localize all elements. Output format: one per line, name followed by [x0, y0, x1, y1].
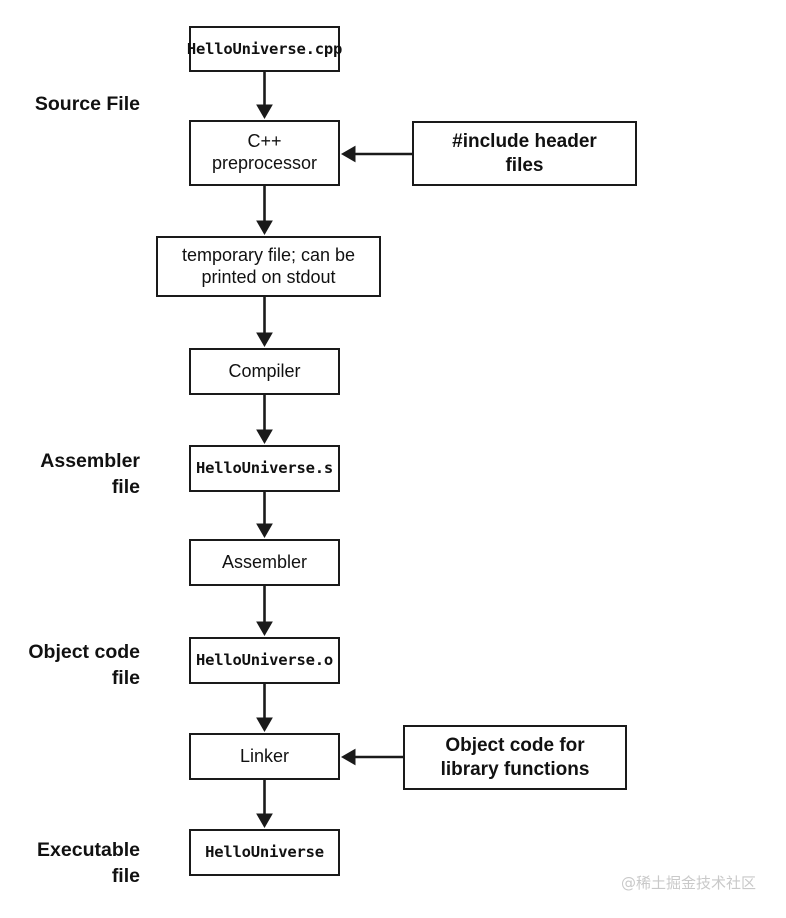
node-helloUniverse-executable-text: HelloUniverse [205, 843, 324, 862]
label-executable-file: Executable file [37, 839, 140, 887]
node-helloUniverse-executable[interactable]: HelloUniverse [189, 829, 340, 876]
node-helloUniverse-o-text: HelloUniverse.o [196, 651, 333, 670]
node-include-header-files-text: #include header files [452, 131, 597, 176]
arrow-preprocessor-to-temp-head [256, 220, 273, 236]
node-object-code-library-functions[interactable]: Object code for library functions [403, 725, 627, 790]
node-include-header-files[interactable]: #include header files [412, 121, 637, 186]
node-cpp-preprocessor-text: C++ preprocessor [211, 131, 318, 173]
label-object-code-file: Object code file [28, 641, 140, 689]
node-helloUniverse-s-text: HelloUniverse.s [196, 459, 333, 478]
arrow-headers-to-preprocessor-head [340, 145, 356, 163]
node-helloUniverse-o[interactable]: HelloUniverse.o [189, 637, 340, 684]
node-assembler[interactable]: Assembler [189, 539, 340, 586]
node-linker-text: Linker [239, 745, 290, 766]
node-temporary-file-text: temporary file; can be printed on stdout [181, 244, 356, 287]
label-assembler-file: Assembler file [40, 450, 140, 498]
node-assembler-text: Assembler [221, 551, 308, 572]
arrow-temp-to-compiler-head [256, 332, 273, 348]
node-helloUniverse-s[interactable]: HelloUniverse.s [189, 445, 340, 492]
node-helloUniverse-cpp[interactable]: HelloUniverse.cpp [187, 26, 342, 72]
arrow-library-to-linker-head [340, 748, 356, 766]
node-object-code-library-functions-text: Object code for library functions [440, 735, 590, 780]
arrow-compiler-to-assembly-head [256, 429, 273, 445]
node-compiler[interactable]: Compiler [189, 348, 340, 395]
arrow-linker-to-executable-head [256, 813, 273, 829]
arrow-object-to-linker-head [256, 717, 273, 733]
arrow-assembly-to-assembler-head [256, 523, 273, 539]
node-linker[interactable]: Linker [189, 733, 340, 780]
node-compiler-text: Compiler [228, 360, 301, 381]
label-source-file: Source File [34, 93, 140, 115]
arrow-assembler-to-object-head [256, 621, 273, 637]
watermark: @稀土掘金技术社区 [621, 874, 757, 892]
node-helloUniverse-cpp-text: HelloUniverse.cpp [186, 39, 343, 58]
node-cpp-preprocessor[interactable]: C++ preprocessor [189, 120, 340, 186]
node-temporary-file[interactable]: temporary file; can be printed on stdout [156, 236, 381, 297]
arrow-source-to-preprocessor-head [256, 104, 273, 120]
